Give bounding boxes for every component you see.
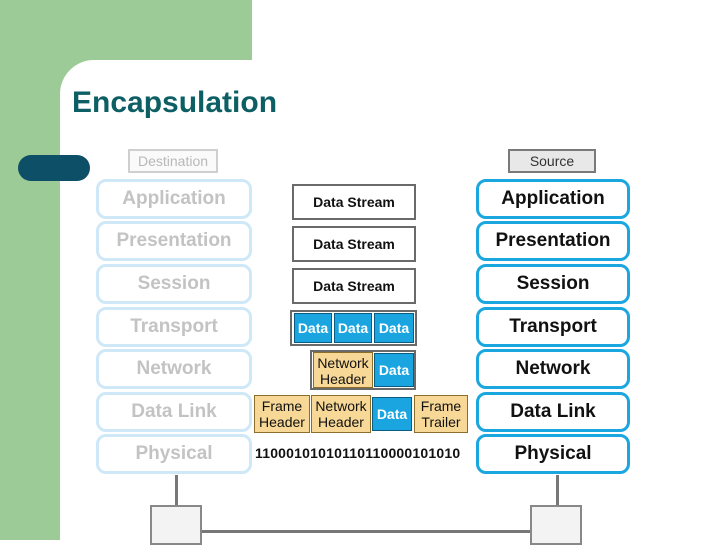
src-layer-session: Session xyxy=(476,264,630,304)
dest-layer-session: Session xyxy=(96,264,252,304)
network-header: Network Header xyxy=(313,352,373,388)
transport-data-3: Data xyxy=(374,313,414,343)
pdu-data-stream-session: Data Stream xyxy=(292,268,416,304)
dest-layer-network: Network xyxy=(96,349,252,389)
transport-data-1: Data xyxy=(294,313,332,343)
frame-header: Frame Header xyxy=(254,395,310,433)
dest-layer-transport: Transport xyxy=(96,307,252,347)
dest-computer-icon xyxy=(150,505,202,545)
frame-network-header-line2: Header xyxy=(318,414,364,430)
physical-bits: 11000101010110110000101010 xyxy=(255,445,461,461)
pdu-data-stream-presentation: Data Stream xyxy=(292,226,416,262)
frame-trailer-line1: Frame xyxy=(420,398,462,414)
src-layer-presentation: Presentation xyxy=(476,221,630,261)
network-header-line1: Network xyxy=(317,355,369,371)
src-layer-application: Application xyxy=(476,179,630,219)
src-layer-physical: Physical xyxy=(476,434,630,474)
frame-header-line1: Frame xyxy=(261,398,303,414)
destination-label: Destination xyxy=(128,149,218,173)
transport-data-2: Data xyxy=(334,313,372,343)
source-label: Source xyxy=(508,149,596,173)
dest-layer-presentation: Presentation xyxy=(96,221,252,261)
frame-network-header-line1: Network xyxy=(315,398,367,414)
frame-header-line2: Header xyxy=(259,414,305,430)
network-data: Data xyxy=(374,353,414,387)
src-layer-network: Network xyxy=(476,349,630,389)
src-cable xyxy=(556,475,559,505)
page-title: Encapsulation xyxy=(72,86,278,119)
network-cable xyxy=(195,530,535,533)
dest-layer-application: Application xyxy=(96,179,252,219)
frame-trailer-line2: Trailer xyxy=(421,414,461,430)
dest-cable xyxy=(175,475,178,505)
src-layer-data-link: Data Link xyxy=(476,392,630,432)
frame-trailer: Frame Trailer xyxy=(414,395,468,433)
frame-network-header: Network Header xyxy=(311,395,371,433)
pdu-data-stream-application: Data Stream xyxy=(292,184,416,220)
dest-layer-physical: Physical xyxy=(96,434,252,474)
decorative-pill xyxy=(18,155,90,181)
src-computer-icon xyxy=(530,505,582,545)
frame-data: Data xyxy=(372,397,412,431)
network-header-line2: Header xyxy=(320,371,366,387)
src-layer-transport: Transport xyxy=(476,307,630,347)
dest-layer-data-link: Data Link xyxy=(96,392,252,432)
